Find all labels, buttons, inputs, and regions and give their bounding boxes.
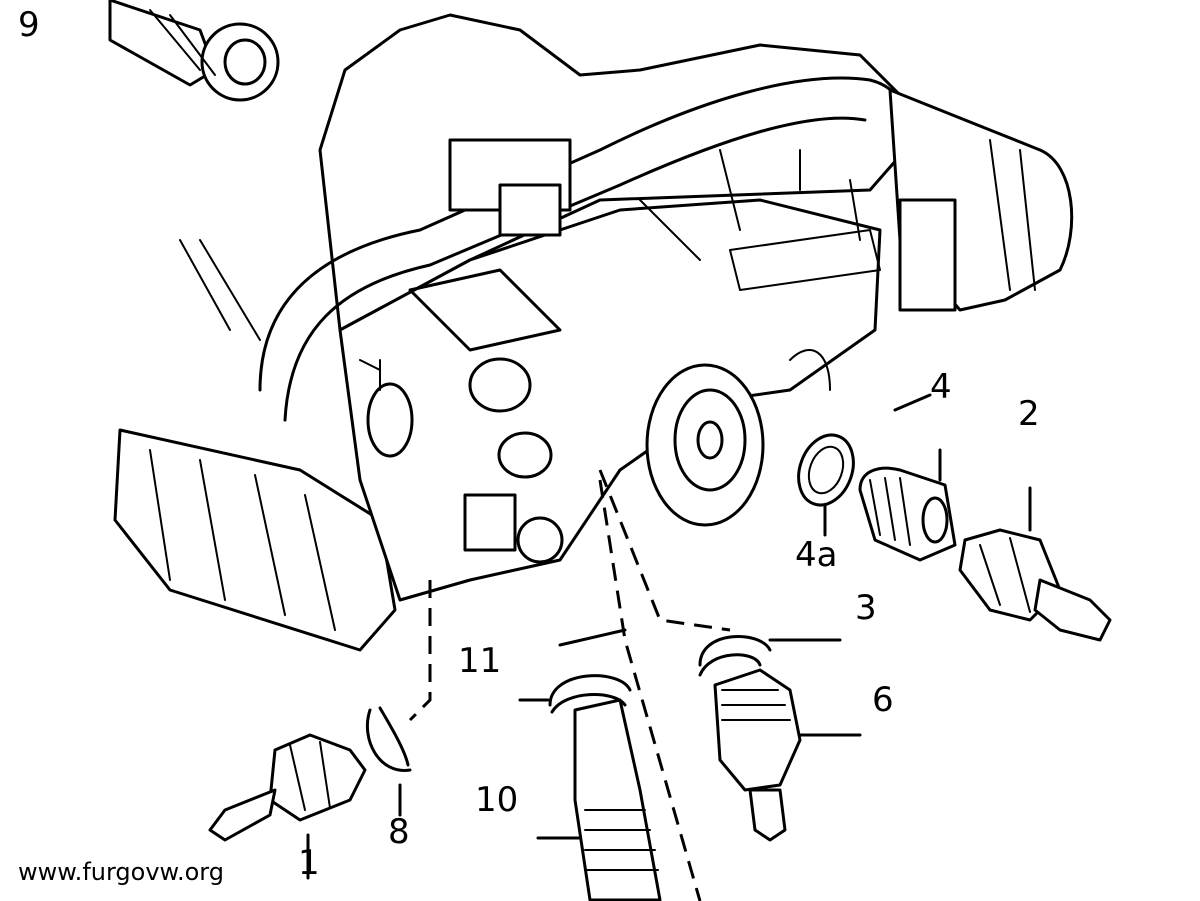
label-3: 3 — [855, 588, 877, 628]
leader-lines — [306, 393, 1032, 901]
label-4a: 4a — [795, 535, 838, 575]
label-2: 2 — [1018, 394, 1040, 434]
part-1-switch — [208, 733, 367, 842]
part-10-sender — [573, 698, 662, 901]
part-8-ring — [365, 706, 412, 772]
label-4: 4 — [930, 367, 952, 407]
part-2-switch — [958, 528, 1112, 642]
part-3-ring — [698, 635, 772, 677]
part-6-sender — [713, 668, 802, 842]
label-1: 1 — [298, 843, 320, 883]
label-6: 6 — [872, 680, 894, 720]
watermark: www.furgovw.org — [18, 858, 224, 886]
label-10: 10 — [475, 780, 519, 820]
label-9: 9 — [18, 5, 40, 45]
part-4a-seal-ring — [797, 433, 855, 507]
part-9-sender — [108, 0, 280, 102]
label-11: 11 — [458, 641, 502, 681]
part-4a-seal-ring-inner — [807, 445, 845, 495]
part-4-bolt — [858, 466, 957, 562]
label-8: 8 — [388, 812, 410, 852]
engine-block — [113, 13, 1074, 652]
